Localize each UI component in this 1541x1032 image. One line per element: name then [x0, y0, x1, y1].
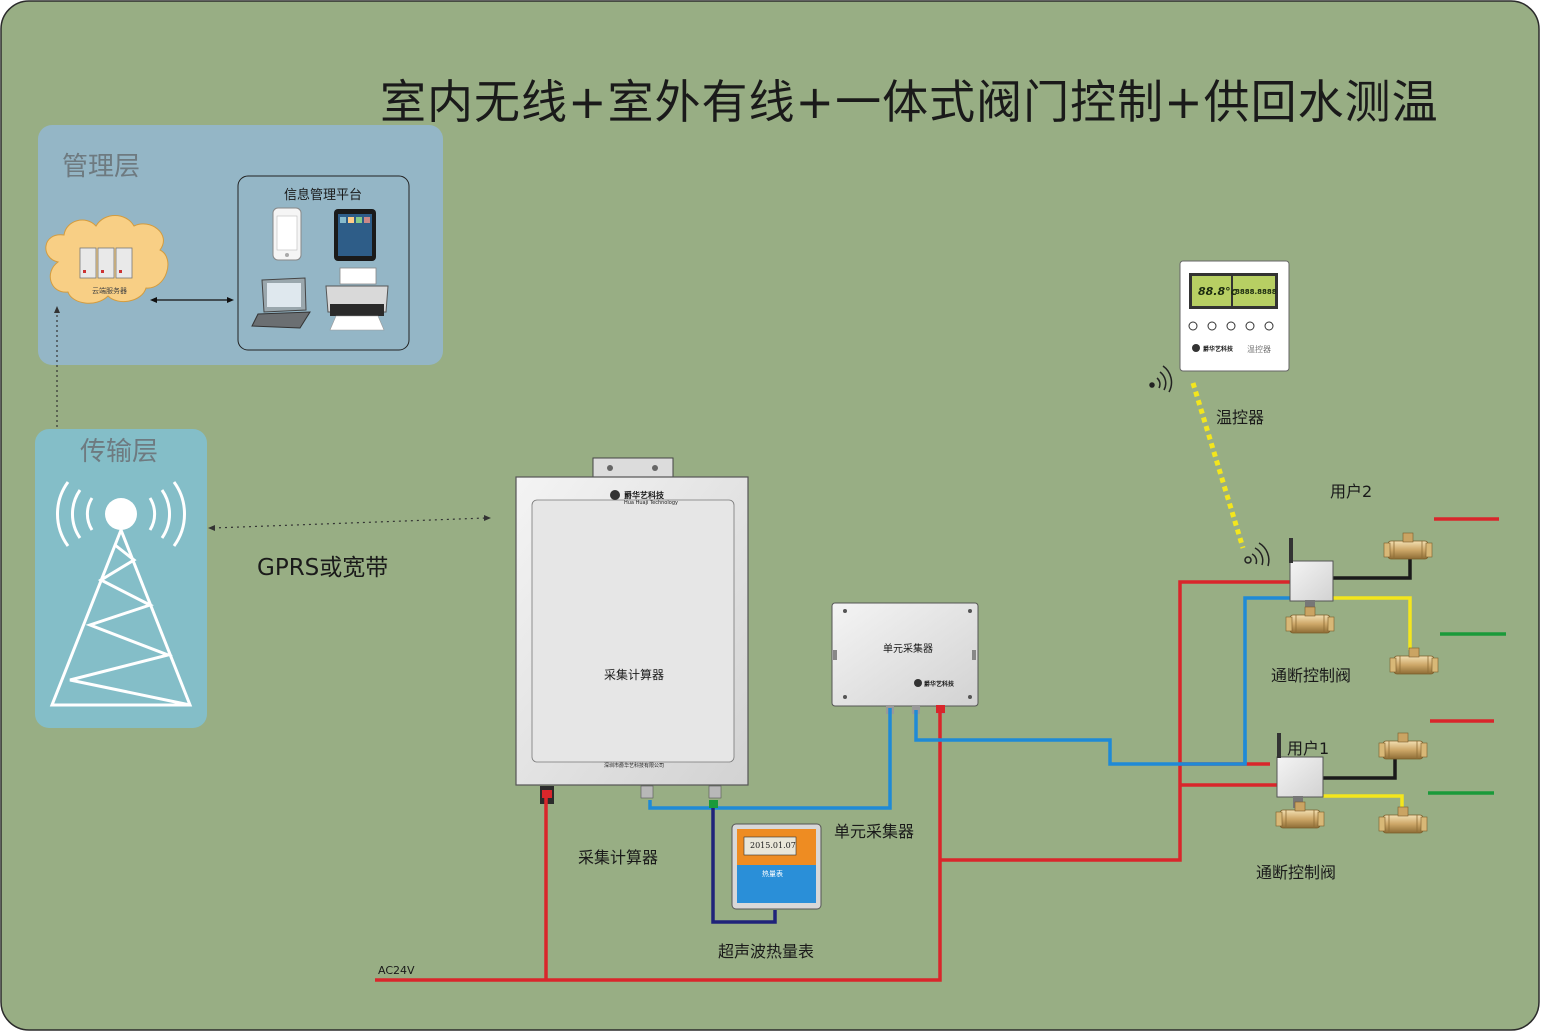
transport-layer-label: 传输层 — [80, 437, 159, 467]
user2-black-wire — [1333, 555, 1412, 580]
gprs-label: GPRS或宽带 — [257, 555, 389, 581]
unit-collector-brand: 爵华艺科技 — [924, 681, 955, 688]
thermostat-model: 温控器 — [1247, 345, 1271, 354]
wireless-signal-icon — [1149, 365, 1173, 393]
user1-label: 用户1 — [1287, 739, 1330, 758]
cloud-server-label: 云端服务器 — [92, 287, 127, 295]
management-layer-label: 管理层 — [62, 152, 141, 182]
collector-caption: 采集计算器 — [578, 848, 659, 867]
wireless-receiver-icon — [1244, 542, 1270, 567]
collector-inner-label: 采集计算器 — [604, 668, 665, 682]
heat-meter-date: 2015.01.07 — [750, 841, 796, 850]
tower-icon — [49, 481, 193, 707]
power-label: AC24V — [378, 964, 415, 977]
heat-meter-caption: 超声波热量表 — [718, 942, 815, 961]
user1-valve-label: 通断控制阀 — [1256, 863, 1337, 882]
signal-wiring — [648, 596, 1290, 810]
user2-yellow-wire — [1333, 596, 1412, 650]
cloud-server-icon — [45, 215, 169, 304]
laptop-icon — [251, 277, 311, 329]
meter-wiring — [711, 806, 777, 924]
unit-collector-inner-label: 单元采集器 — [883, 644, 933, 655]
unit-collector — [831, 602, 979, 714]
thermostat-brand: 爵华艺科技 — [1203, 346, 1234, 353]
thermostat-caption: 温控器 — [1216, 408, 1265, 427]
heat-meter-name: 热量表 — [762, 870, 783, 878]
collector-brand-en: Hua Huaji Technology — [624, 500, 678, 506]
user2-valve-label: 通断控制阀 — [1271, 666, 1352, 685]
smartphone-icon — [272, 207, 302, 261]
thermostat-digits: 8888.8888 — [1235, 288, 1277, 296]
page-title: 室内无线+室外有线+一体式阀门控制+供回水测温 — [380, 75, 1439, 129]
user2-control-valve — [1285, 538, 1335, 634]
platform-title: 信息管理平台 — [284, 188, 363, 203]
printer-icon — [325, 267, 389, 331]
heat-meter — [731, 823, 822, 910]
collector-computer — [515, 457, 749, 804]
user1-control-valve — [1275, 733, 1325, 829]
thermostat — [1179, 260, 1290, 372]
user1-black-wire — [1323, 757, 1397, 780]
collector-company: 深圳市爵华艺科技有限公司 — [604, 763, 665, 769]
unit-collector-caption: 单元采集器 — [834, 822, 915, 841]
wireless-link — [1190, 382, 1246, 549]
user2-label: 用户2 — [1330, 482, 1373, 501]
thermostat-temp: 88.8°c — [1198, 285, 1238, 298]
tablet-icon — [334, 209, 376, 261]
platform-box — [237, 175, 410, 351]
collector-brand: 爵华艺科技 — [624, 491, 664, 500]
